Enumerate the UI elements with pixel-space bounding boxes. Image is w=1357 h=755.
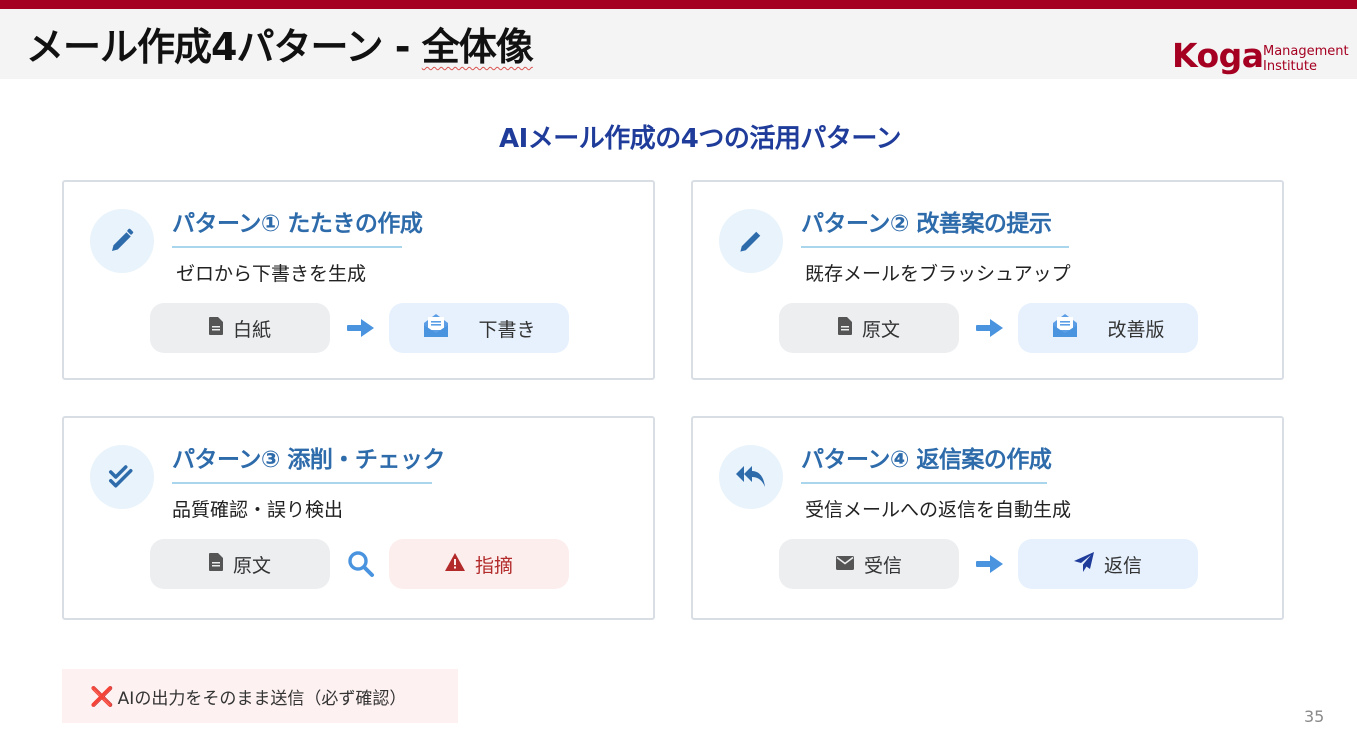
pill-label: 受信 [863,554,902,577]
card-title: パターン④ 返信案の作成 [801,447,1052,473]
warning-text: AIの出力をそのまま送信（必ず確認） [117,688,407,709]
envelope-icon [835,553,854,575]
pen-icon [719,209,783,273]
output-pill: 改善版 [1018,303,1198,353]
input-pill: 受信 [779,539,959,589]
double-check-icon [90,445,154,509]
input-pill: 白紙 [150,303,330,353]
card-title: パターン① たたきの作成 [172,211,423,237]
logo-wordmark: Koga [1172,36,1264,75]
slide-title-main: メール作成4パターン - [26,25,422,69]
reply-all-icon [719,445,783,509]
logo-sub-line-2: Institute [1263,59,1317,74]
document-icon [208,552,223,576]
warning-icon [444,552,465,576]
output-pill: 返信 [1018,539,1198,589]
section-heading: AIメール作成の4つの活用パターン [498,124,902,154]
slide-header [0,9,1357,79]
slide-title: メール作成4パターン - 全体像 [26,22,534,72]
card-title: パターン③ 添削・チェック [172,447,445,473]
pill-label: 下書き [478,318,536,341]
pattern-card-1: パターン① たたきの作成 ゼロから下書きを生成 白紙 下書き [62,180,655,380]
card-description: 受信メールへの返信を自動生成 [805,499,1072,521]
card-description: 品質確認・誤り検出 [172,499,344,521]
card-description: ゼロから下書きを生成 [176,263,367,285]
logo-sub-line-1: Management [1263,44,1349,59]
top-accent-bar [0,0,1357,9]
output-pill: 下書き [389,303,569,353]
pattern-card-3: パターン③ 添削・チェック 品質確認・誤り検出 原文 指摘 [62,416,655,620]
title-underline [172,482,432,484]
pill-label: 原文 [232,554,271,577]
envelope-open-icon [422,313,450,344]
output-pill: 指摘 [389,539,569,589]
warning-note: ❌ AIの出力をそのまま送信（必ず確認） [62,669,458,723]
page-number: 35 [1304,707,1325,726]
input-pill: 原文 [150,539,330,589]
title-underline [801,482,1047,484]
pill-label: 改善版 [1107,318,1165,341]
pill-label: 白紙 [232,318,271,341]
title-underline [172,246,402,248]
pill-label: 原文 [861,318,900,341]
pattern-card-2: パターン② 改善案の提示 既存メールをブラッシュアップ 原文 改善版 [691,180,1284,380]
card-description: 既存メールをブラッシュアップ [805,263,1071,285]
arrow-right-icon [346,315,376,341]
document-icon [208,316,223,340]
arrow-right-icon [975,551,1005,577]
magnifier-icon [346,551,376,577]
paper-plane-icon [1073,551,1094,577]
envelope-open-icon [1051,313,1079,344]
pill-label: 指摘 [474,554,513,577]
document-icon [837,316,852,340]
card-title: パターン② 改善案の提示 [801,211,1052,237]
pencil-icon [90,209,154,273]
arrow-right-icon [975,315,1005,341]
title-underline [801,246,1069,248]
input-pill: 原文 [779,303,959,353]
pattern-card-4: パターン④ 返信案の作成 受信メールへの返信を自動生成 受信 返信 [691,416,1284,620]
slide-title-underlined: 全体像 [421,25,534,69]
cross-mark-icon: ❌ [90,685,114,708]
pill-label: 返信 [1103,554,1142,577]
